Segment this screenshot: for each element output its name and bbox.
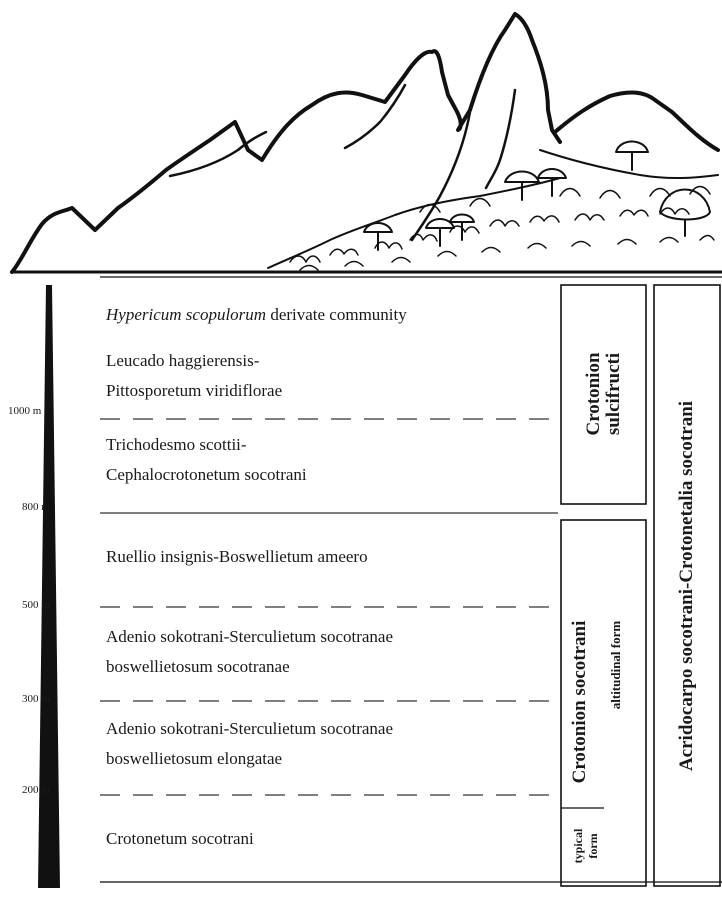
zone-adenio-socotranae: Adenio sokotrani-Sterculietum socotranae… (106, 622, 393, 682)
zone-adenio-elongatae: Adenio sokotrani-Sterculietum socotranae… (106, 714, 393, 774)
crotonion-sulcifructi-line1: Crotonion (583, 352, 604, 436)
zone-adenio-socotranae-line2: boswellietosum socotranae (106, 657, 290, 676)
zone-ruellio: Ruellio insignis-Boswellietum ameero (106, 542, 368, 572)
dragon-tree-icons (363, 140, 711, 251)
mountain-ridge-inner-4 (410, 110, 472, 242)
syntaxon-boxes (560, 284, 721, 887)
foreground-slope (267, 177, 561, 269)
zone-leucado-line1: Leucado haggierensis- (106, 351, 260, 370)
zone-hypericum: Hypericum scopulorum derivate community (106, 300, 407, 330)
mountain-ridge-inner-3 (484, 88, 517, 190)
crotonion-socotrani-box (560, 519, 647, 887)
zone-crotonetum-line1: Crotonetum socotrani (106, 829, 254, 848)
mountain-outline (10, 12, 562, 274)
acridocarpo-order-box (653, 284, 721, 887)
altitude-label-200: 200 m (22, 784, 50, 796)
zone-hypericum-italic: Hypericum scopulorum (106, 305, 267, 324)
typical-form-line1: typical (571, 828, 585, 864)
altitude-label-1000: 1000 m (8, 405, 42, 417)
crotonion-sulcifructi-line2: sulcifructi (603, 352, 624, 436)
zone-adenio-elongatae-line2: boswellietosum elongatae (106, 749, 283, 768)
zone-trichodesmo-line1: Trichodesmo scottii- (106, 435, 247, 454)
acridocarpo-order-label: Acridocarpo socotrani-Crotonetalia socot… (676, 400, 697, 772)
zone-hypericum-rest: derivate community (266, 305, 407, 324)
mountain-ridge-inner-1 (168, 130, 268, 178)
typical-form-label: typical form (571, 813, 607, 879)
zone-trichodesmo: Trichodesmo scottii- Cephalocrotonetum s… (106, 430, 307, 490)
altitude-label-800: 800 m (22, 501, 50, 513)
altitude-label-300: 300 m (22, 693, 50, 705)
zone-leucado: Leucado haggierensis- Pittosporetum viri… (106, 346, 282, 406)
mountain-illustration (10, 12, 720, 274)
zone-leucado-line2: Pittosporetum viridiflorae (106, 381, 283, 400)
zone-ruellio-line1: Ruellio insignis-Boswellietum ameero (106, 547, 368, 566)
mountain-ridge-inner-2 (343, 83, 407, 150)
zone-adenio-socotranae-line1: Adenio sokotrani-Sterculietum socotranae (106, 627, 394, 646)
altitude-label-500: 500 m (22, 599, 50, 611)
shrubs-texture (289, 185, 715, 271)
altitude-wedge (38, 285, 60, 888)
mountain-ridge-inner-5 (539, 149, 719, 180)
zone-trichodesmo-line2: Cephalocrotonetum socotrani (106, 465, 307, 484)
crotonion-sulcifructi-label: Crotonion sulcifructi (583, 284, 624, 504)
zone-crotonetum: Crotonetum socotrani (106, 824, 254, 854)
zone-separators (100, 418, 722, 883)
zone-adenio-elongatae-line1: Adenio sokotrani-Sterculietum socotranae (106, 719, 394, 738)
altitudinal-form-label: altitudinal form (608, 620, 623, 710)
typical-form-line2: form (586, 833, 600, 859)
mountain-ridge-right (553, 90, 720, 152)
crotonion-sulcifructi-box (560, 284, 647, 505)
